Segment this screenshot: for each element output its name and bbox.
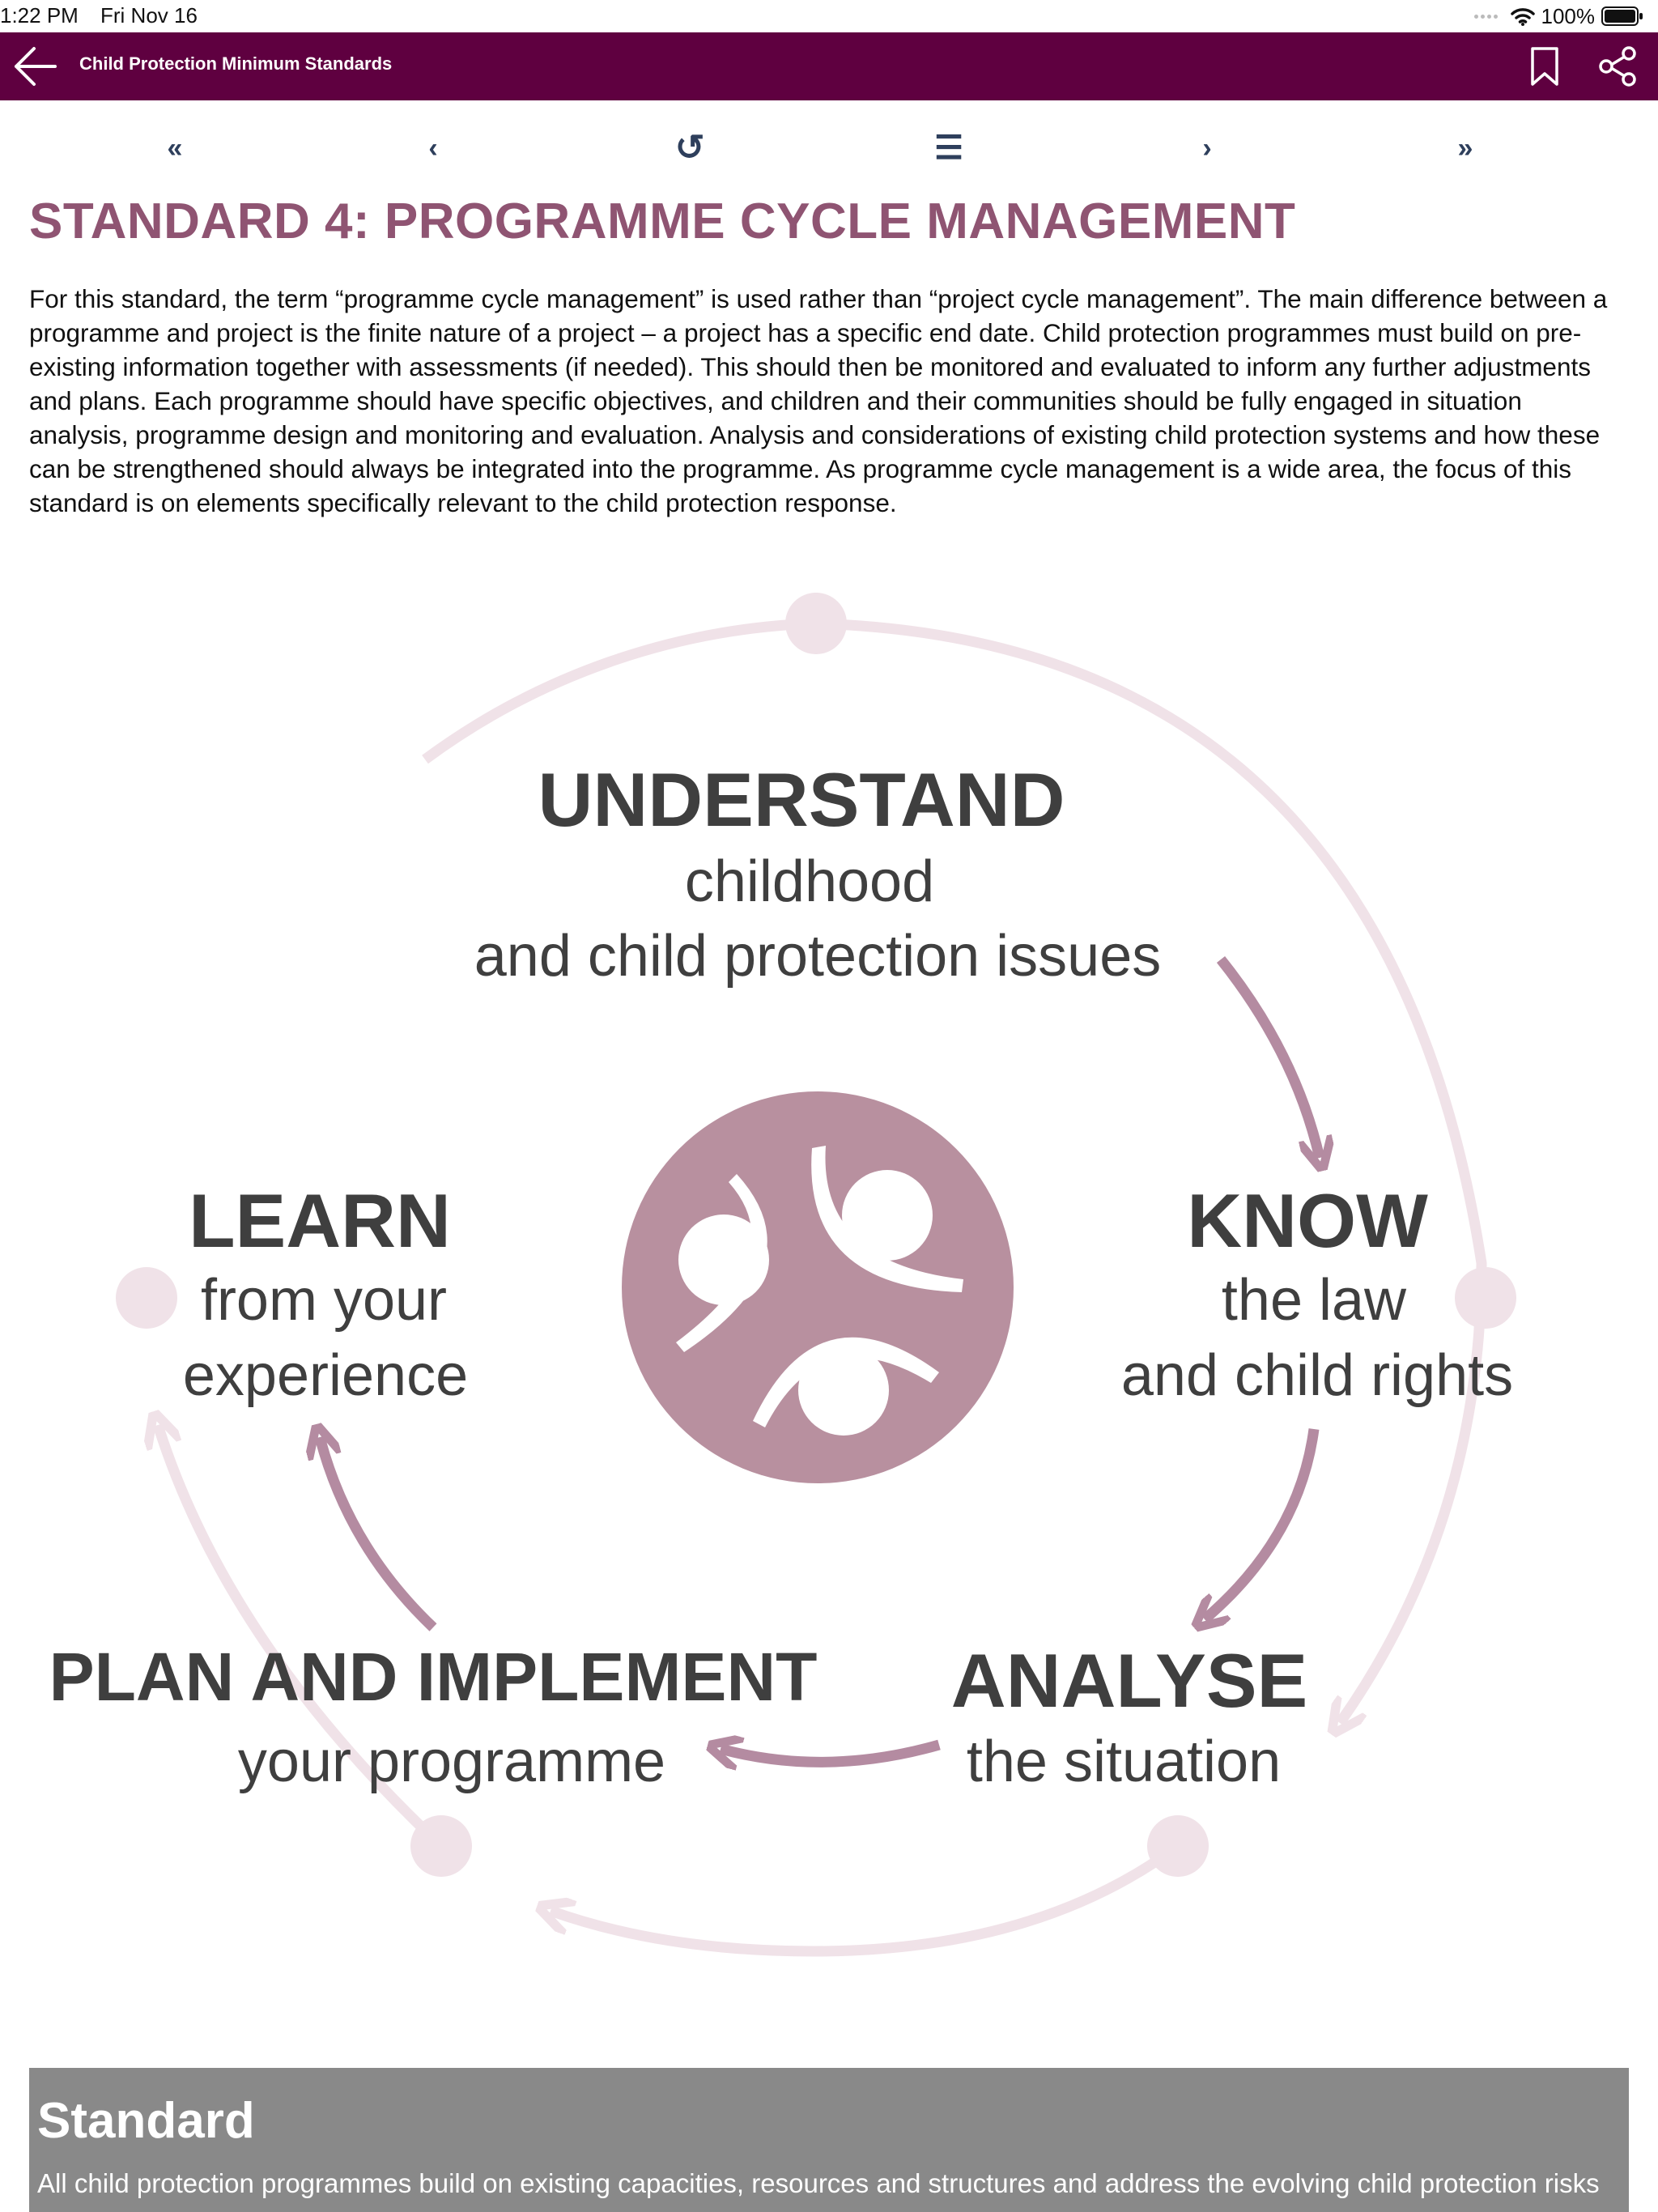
nav-title: Child Protection Minimum Standards (79, 53, 393, 74)
outer-cycle-ring (116, 593, 1516, 1957)
page-title: STANDARD 4: PROGRAMME CYCLE MANAGEMENT (29, 194, 1296, 249)
standard-text: All child protection programmes build on… (37, 2168, 1600, 2198)
arrow-plan-to-learn (320, 1437, 437, 1631)
plan-line1: your programme (238, 1729, 665, 1794)
wifi-icon (1510, 8, 1535, 26)
nav-bar: Child Protection Minimum Standards (0, 32, 1658, 100)
know-line2: and child rights (1121, 1343, 1513, 1408)
share-button[interactable] (1596, 45, 1639, 87)
battery-icon (1601, 6, 1643, 26)
standard-title: Standard (37, 2093, 255, 2149)
reload-button[interactable]: ↺ (674, 128, 705, 168)
signal-icon (1473, 14, 1498, 19)
standard-box: Standard All child protection programmes… (29, 2068, 1629, 2212)
learn-heading: LEARN (189, 1178, 451, 1263)
previous-page-button[interactable]: ‹ (428, 133, 438, 164)
child-protection-emblem-icon (622, 1091, 1014, 1483)
back-button[interactable] (11, 44, 58, 89)
status-date: Fri Nov 16 (100, 3, 198, 28)
ring-dot (410, 1815, 472, 1877)
next-page-button[interactable]: › (1202, 133, 1212, 164)
share-icon (1599, 46, 1636, 87)
understand-heading: UNDERSTAND (538, 757, 1065, 842)
menu-button[interactable]: ☰ (934, 130, 963, 166)
learn-line2: experience (183, 1343, 468, 1408)
know-line1: the law (1222, 1268, 1407, 1333)
intro-paragraph: For this standard, the term “programme c… (29, 284, 1608, 517)
battery-percentage: 100% (1541, 3, 1596, 28)
plan-heading: PLAN AND IMPLEMENT (49, 1639, 818, 1715)
learn-line1: from your (201, 1268, 447, 1333)
programme-cycle-diagram: UNDERSTAND childhood and child protectio… (0, 551, 1658, 2008)
analyse-heading: ANALYSE (951, 1638, 1308, 1723)
understand-line1: childhood (685, 849, 934, 914)
first-page-button[interactable]: « (167, 133, 183, 164)
bookmark-button[interactable] (1528, 44, 1561, 89)
ring-dot (1455, 1267, 1516, 1329)
status-indicators: 100% (1473, 3, 1644, 29)
status-bar: 1:22 PM Fri Nov 16 100% (0, 0, 1658, 32)
arrow-know-to-analyse (1205, 1428, 1320, 1619)
arrow-analyse-to-plan (721, 1745, 941, 1762)
ring-dot (1147, 1815, 1209, 1877)
back-arrow-icon (15, 47, 57, 86)
understand-line2: and child protection issues (474, 924, 1162, 989)
last-page-button[interactable]: » (1457, 133, 1473, 164)
ring-dot (116, 1267, 177, 1329)
arrow-understand-to-know (1216, 955, 1320, 1158)
bookmark-icon (1531, 47, 1558, 86)
ring-dot (785, 593, 847, 654)
analyse-line1: the situation (967, 1729, 1281, 1794)
know-heading: KNOW (1187, 1178, 1428, 1263)
status-time: 1:22 PM (0, 3, 79, 28)
pager-toolbar: « ‹ ↺ ☰ › » (0, 121, 1658, 175)
